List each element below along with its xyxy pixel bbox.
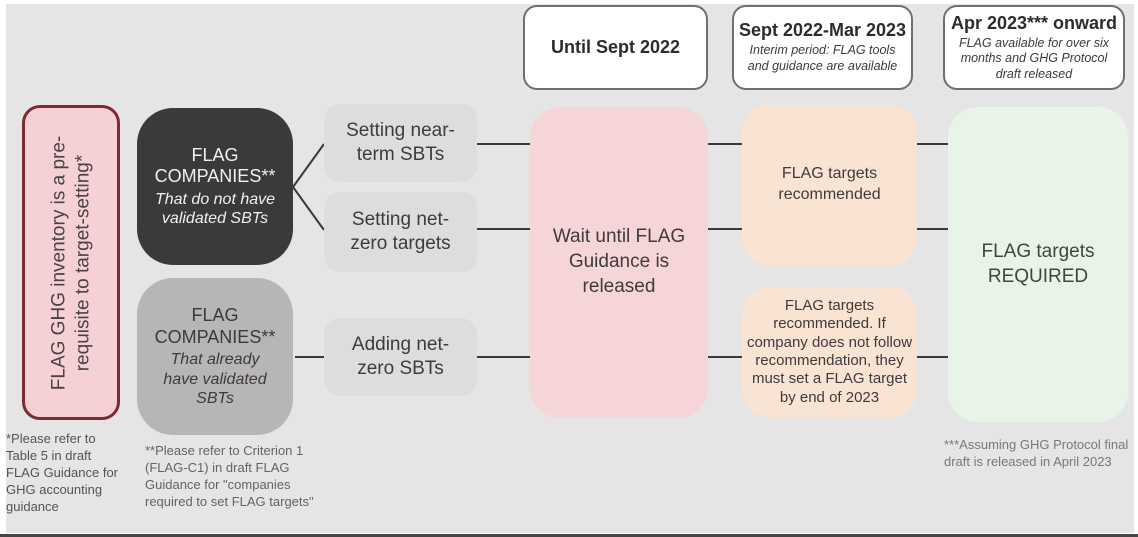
outcome-recommended-conditional-box: FLAG targets recommended. If company doe… xyxy=(742,287,917,417)
footnote-ghg-protocol: ***Assuming GHG Protocol final draft is … xyxy=(944,437,1129,469)
action-setting-net-zero-targets: Setting net-zero targets xyxy=(324,192,477,272)
outcome-wait-box: Wait until FLAG Guidance is released xyxy=(530,107,708,418)
company-subtitle: That already have validated SBTs xyxy=(163,351,267,407)
outcome-required-text: FLAG targets REQUIRED xyxy=(981,240,1095,287)
timeline-header-title: Apr 2023*** onward xyxy=(950,12,1118,33)
timeline-header-title: Sept 2022-Mar 2023 xyxy=(738,20,907,41)
outcome-recommended-text: FLAG targets recommended xyxy=(778,165,881,203)
prerequisite-line-1: FLAG GHG inventory is a pre- xyxy=(48,135,70,390)
action-setting-near-term-sbts: Setting near-term SBTs xyxy=(324,104,477,182)
outcome-required-box: FLAG targets REQUIRED xyxy=(948,107,1128,422)
prerequisite-line-2: requisite to target-setting* xyxy=(72,154,93,371)
footnote-table5: *Please refer to Table 5 in draft FLAG G… xyxy=(6,431,118,514)
outcome-wait-text: Wait until FLAG Guidance is released xyxy=(552,226,686,297)
flag-companies-with-sbts-box: FLAG COMPANIES** That already have valid… xyxy=(137,278,293,435)
flag-companies-without-sbts-box: FLAG COMPANIES** That do not have valida… xyxy=(137,108,293,265)
timeline-header-until-sept-2022: Until Sept 2022 xyxy=(523,5,708,90)
prerequisite-note-text: FLAG GHG inventory is a pre- requisite t… xyxy=(47,113,95,413)
company-title: FLAG COMPANIES** xyxy=(154,305,276,347)
timeline-header-title: Until Sept 2022 xyxy=(550,37,681,57)
outcome-recommended-conditional-text: FLAG targets recommended. If company doe… xyxy=(746,297,913,406)
bottom-border-line xyxy=(0,534,1138,537)
action-adding-net-zero-sbts: Adding net-zero SBTs xyxy=(324,318,477,396)
footnote-criterion1: **Please refer to Criterion 1 (FLAG-C1) … xyxy=(145,443,314,509)
timeline-header-subtitle: FLAG available for over six months and G… xyxy=(958,35,1110,81)
timeline-header-apr-2023-onward: Apr 2023*** onward FLAG available for ov… xyxy=(943,5,1125,90)
company-subtitle: That do not have validated SBTs xyxy=(154,190,276,228)
timeline-header-sept-2022-mar-2023: Sept 2022-Mar 2023 Interim period: FLAG … xyxy=(732,5,913,90)
company-title: FLAG COMPANIES** xyxy=(154,144,276,187)
prerequisite-note-box: FLAG GHG inventory is a pre- requisite t… xyxy=(22,105,120,420)
timeline-header-subtitle: Interim period: FLAG tools and guidance … xyxy=(747,43,898,73)
outcome-recommended-box: FLAG targets recommended xyxy=(742,105,917,265)
